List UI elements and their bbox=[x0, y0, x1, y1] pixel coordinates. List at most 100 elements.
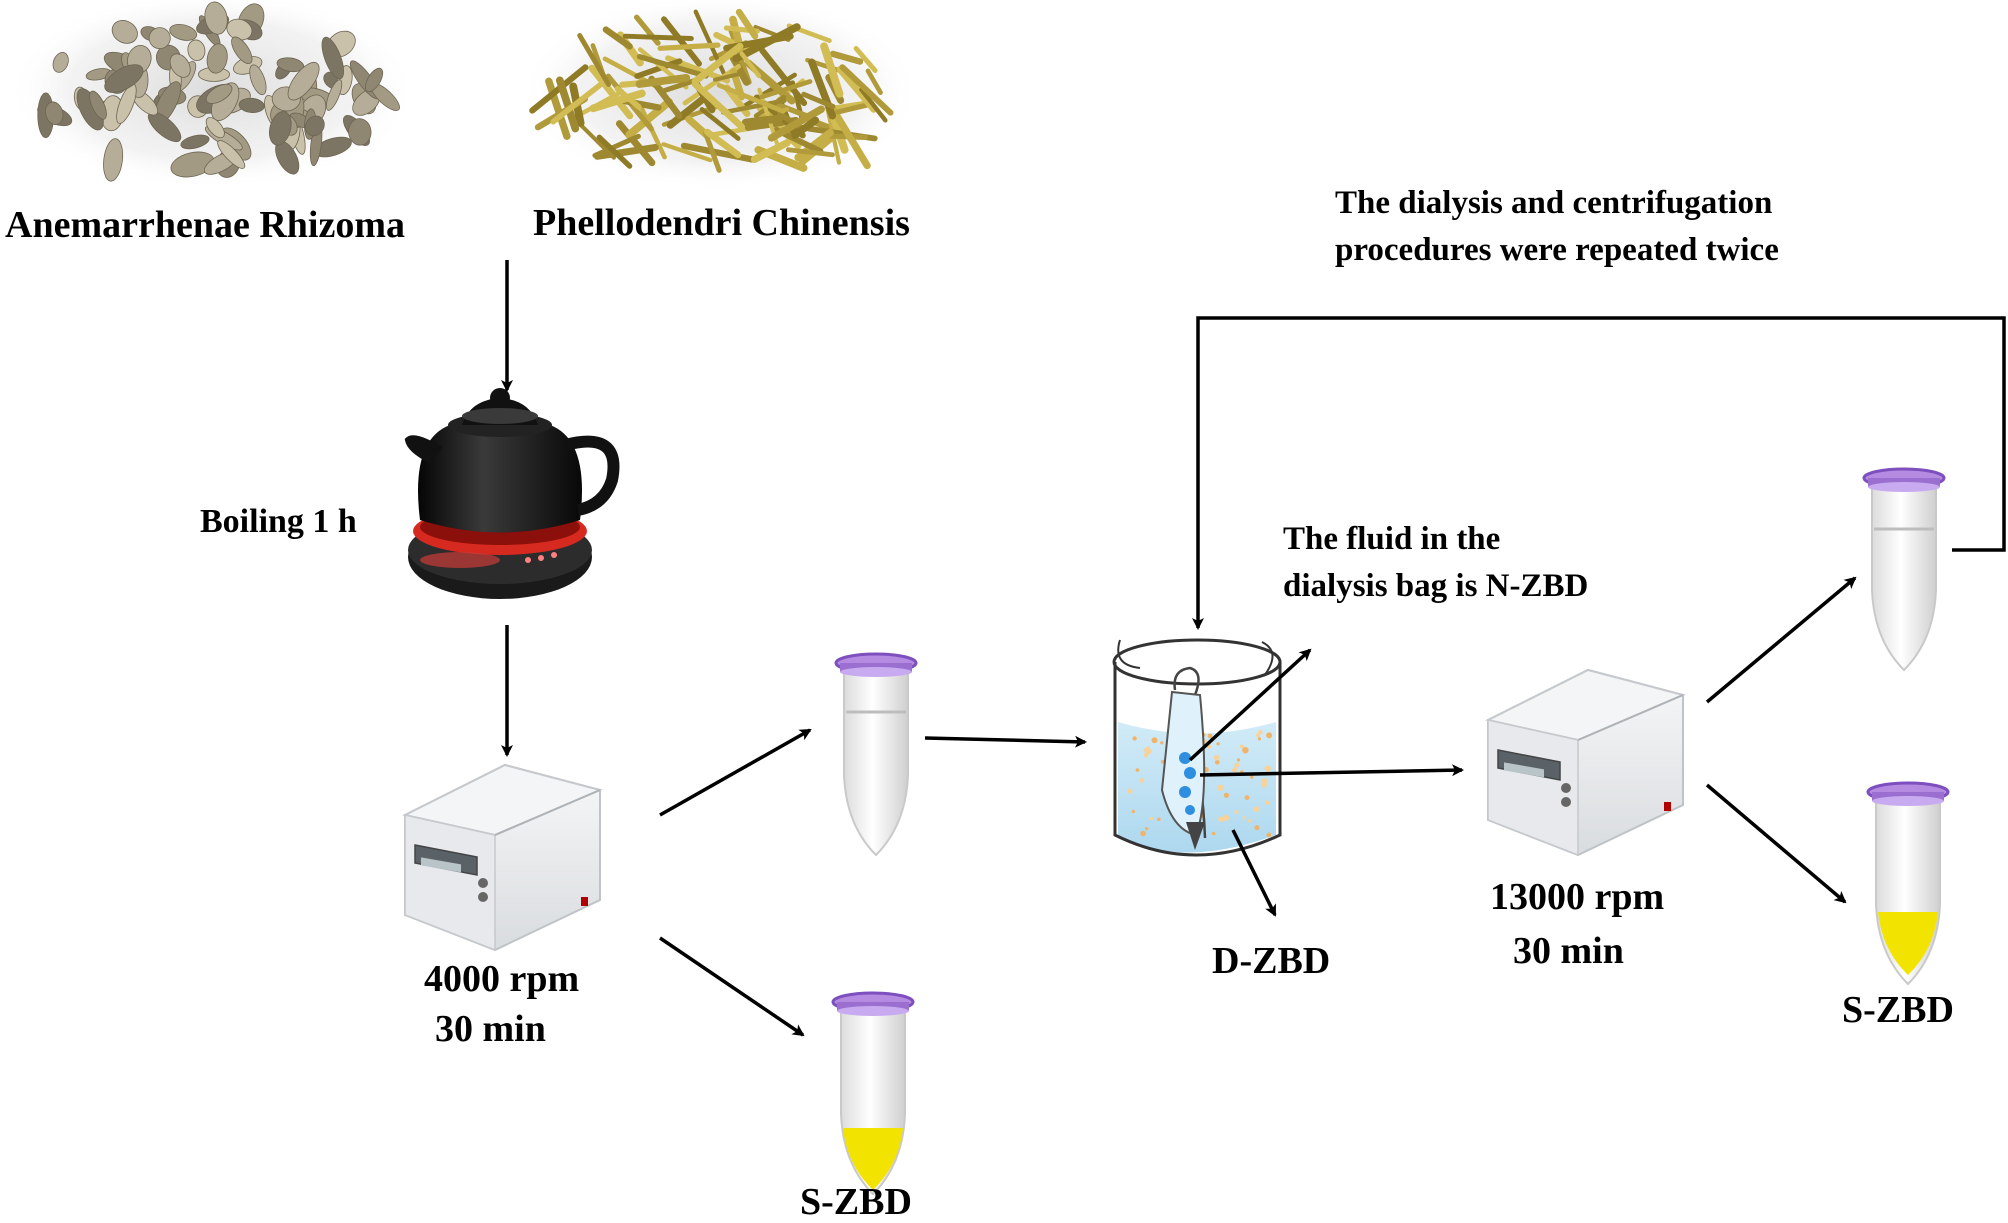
rhizoma-chip bbox=[103, 138, 124, 182]
dialysate-particle bbox=[1253, 806, 1260, 813]
product-s-zbd-right: S-ZBD bbox=[1842, 989, 1954, 1031]
arrow-centrifuge1-to-supernatant bbox=[659, 728, 812, 817]
rhizoma-chip bbox=[269, 111, 292, 146]
phellodendri-strip bbox=[703, 130, 722, 173]
rhizoma-chip bbox=[238, 97, 265, 113]
dialysate-particle bbox=[1218, 784, 1224, 790]
note-repeat-procedures: The dialysis and centrifugation procedur… bbox=[1335, 180, 1779, 274]
rhizoma-chip bbox=[304, 115, 325, 137]
dialysate-particle bbox=[1151, 737, 1158, 744]
dialysate-particle bbox=[1248, 819, 1252, 823]
phellodendri-strip bbox=[759, 79, 813, 100]
dialysate-particle bbox=[1266, 732, 1273, 739]
phellodendri-strip bbox=[614, 86, 642, 110]
herb-label-phellodendri: Phellodendri Chinensis bbox=[533, 202, 910, 244]
dialysate-particle bbox=[1150, 817, 1154, 821]
note-fluid-line-2: dialysis bag is N-ZBD bbox=[1283, 567, 1589, 604]
centrifuge-1-speed-label: 4000 rpm bbox=[424, 958, 580, 1000]
phellodendri-strip bbox=[820, 42, 844, 98]
phellodendri-strip bbox=[759, 47, 808, 107]
rhizoma-chip bbox=[169, 53, 191, 78]
rhizoma-chip bbox=[89, 90, 107, 120]
anemarrhenae-rhizoma-image bbox=[7, 0, 417, 190]
phellodendri-strip bbox=[741, 114, 783, 127]
dialysis-beaker-image bbox=[1112, 638, 1282, 857]
phellodendri-strip bbox=[750, 139, 791, 164]
phellodendri-strip bbox=[602, 26, 633, 50]
phellodendri-strip bbox=[636, 54, 709, 79]
dialysate-particle bbox=[1135, 768, 1140, 772]
supernatant-tube-1 bbox=[834, 652, 918, 857]
dialysate-particle bbox=[1157, 817, 1161, 822]
rhizoma-chip bbox=[365, 67, 384, 93]
rhizoma-chip bbox=[348, 118, 372, 146]
dialysate-particle bbox=[1242, 747, 1249, 754]
dialysate-particle bbox=[1211, 831, 1216, 836]
arrow-beaker-to-dzbd bbox=[1231, 829, 1277, 917]
phellodendri-strip bbox=[593, 144, 659, 160]
phellodendri-strip bbox=[791, 116, 820, 139]
phellodendri-strip bbox=[774, 101, 810, 119]
rhizoma-chip bbox=[205, 117, 225, 139]
centrifuge-2-image bbox=[1487, 669, 1684, 856]
phellodendri-strip bbox=[835, 102, 870, 115]
rhizoma-chip bbox=[206, 43, 228, 74]
dialysate-particle bbox=[1223, 792, 1229, 798]
sediment-tube-right bbox=[1866, 781, 1950, 986]
rhizoma-chip bbox=[287, 61, 320, 101]
dialysate-particle bbox=[1127, 788, 1133, 794]
clay-pot-heater-image bbox=[404, 388, 620, 599]
rhizoma-chip bbox=[187, 39, 206, 62]
dialysate-particle bbox=[1261, 781, 1267, 788]
dialysate-particle bbox=[1213, 754, 1220, 761]
dialysate-particle bbox=[1234, 762, 1240, 768]
herb-label-anemarrhenae: Anemarrhenae Rhizoma bbox=[5, 204, 405, 246]
dialysate-particle bbox=[1242, 816, 1246, 820]
dialysate-particle bbox=[1140, 830, 1146, 837]
arrow-supernatant-to-beaker bbox=[924, 735, 1087, 748]
dialysate-particle bbox=[1234, 810, 1239, 815]
rhizoma-chip bbox=[231, 36, 253, 65]
dialysate-particle bbox=[1139, 778, 1145, 783]
phellodendri-strip bbox=[801, 91, 836, 110]
phellodendri-strip bbox=[691, 42, 744, 85]
phellodendri-strip bbox=[713, 71, 743, 82]
phellodendri-strip bbox=[635, 73, 691, 88]
phellodendri-strip bbox=[865, 68, 883, 95]
note-repeat-line-1: The dialysis and centrifugation bbox=[1335, 185, 1773, 221]
dialysate-particle bbox=[1160, 741, 1164, 745]
rhizoma-chip bbox=[148, 27, 171, 50]
dialysate-particle bbox=[1216, 742, 1220, 746]
arrow-centrifuge2-to-supernatant bbox=[1705, 576, 1857, 704]
phellodendri-strip bbox=[839, 64, 894, 116]
phellodendri-strip bbox=[588, 64, 634, 120]
dialysate-particle bbox=[1236, 758, 1241, 762]
arrow-bag-to-nzbd bbox=[1188, 648, 1312, 762]
rhizoma-chip bbox=[204, 1, 228, 35]
rhizoma-chip bbox=[52, 52, 69, 73]
dialysate-particle bbox=[1222, 814, 1230, 822]
rhizoma-chip bbox=[169, 23, 198, 41]
flow-arrows bbox=[501, 260, 2006, 1037]
dialysate-particle bbox=[1255, 733, 1261, 738]
dialysate-particle bbox=[1264, 800, 1270, 805]
phellodendri-strip bbox=[666, 94, 709, 129]
phellodendri-strip bbox=[592, 133, 641, 158]
dialysate-particle bbox=[1250, 775, 1254, 779]
phellodendri-strip bbox=[776, 110, 806, 132]
rhizoma-chip bbox=[217, 140, 246, 169]
phellodendri-strip bbox=[832, 100, 869, 110]
product-s-zbd-bottom: S-ZBD bbox=[800, 1181, 912, 1223]
phellodendri-strip bbox=[615, 120, 656, 167]
phellodendri-strip bbox=[829, 50, 864, 65]
rhizoma-chip bbox=[104, 64, 144, 93]
arrow-repeat-loop bbox=[1192, 316, 2006, 630]
note-fluid-line-1: The fluid in the bbox=[1283, 521, 1501, 557]
note-fluid-in-bag: The fluid in the dialysis bag is N-ZBD bbox=[1283, 516, 1588, 610]
phellodendri-strip bbox=[661, 16, 702, 67]
phellodendri-strip bbox=[716, 82, 786, 114]
phellodendri-strip bbox=[639, 105, 667, 160]
phellodendri-strip bbox=[767, 105, 825, 142]
product-d-zbd: D-ZBD bbox=[1212, 940, 1331, 982]
